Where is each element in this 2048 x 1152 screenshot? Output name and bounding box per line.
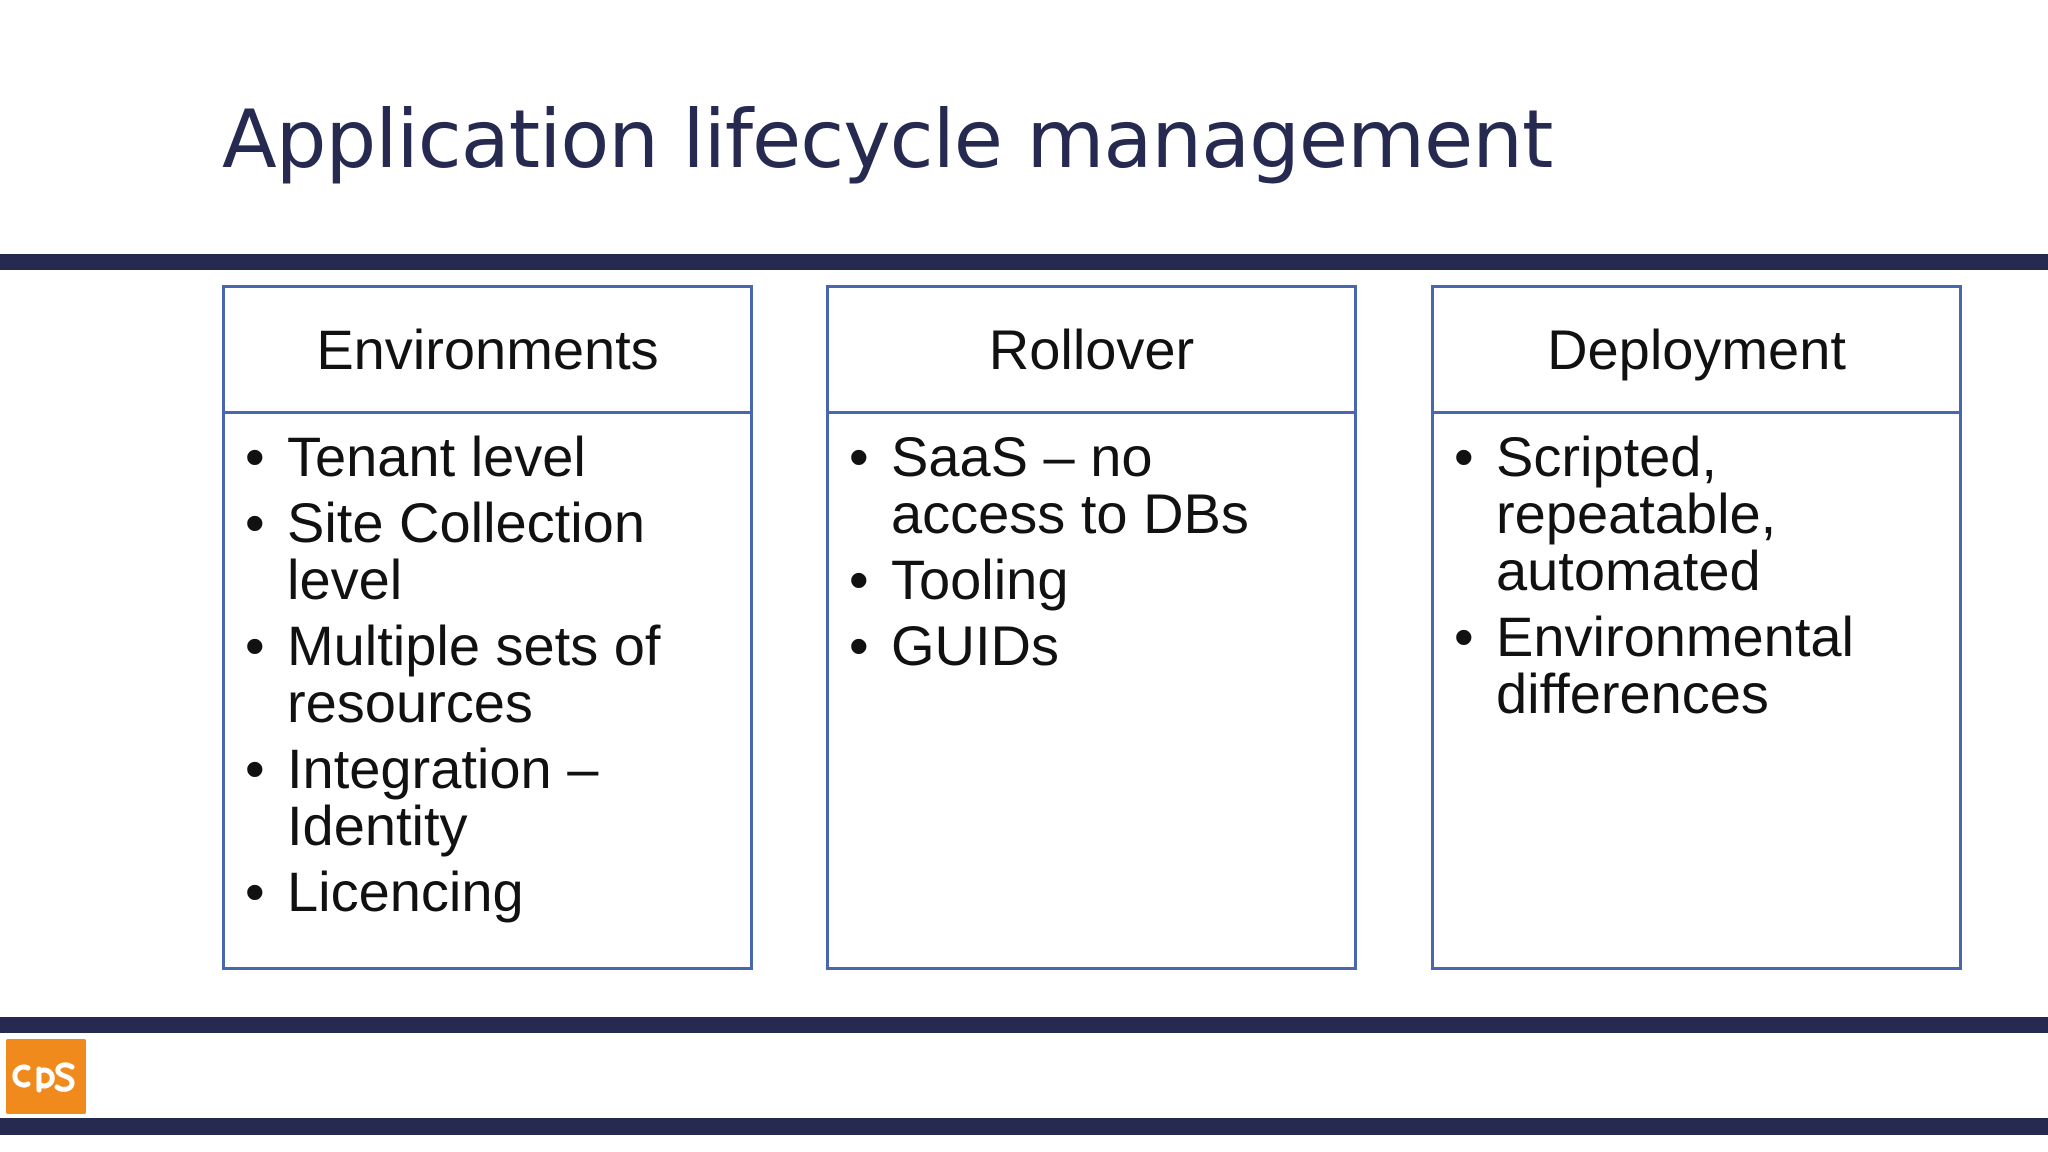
bullet-list: Tenant level Site Collection level Multi… [225, 428, 750, 920]
box-heading: Environments [225, 288, 750, 414]
bullet-item: SaaS – no access to DBs [829, 428, 1354, 542]
deployment-box: Deployment Scripted, repeatable, automat… [1431, 285, 1962, 970]
slide-title: Application lifecycle management [222, 93, 1553, 186]
box-heading: Deployment [1434, 288, 1959, 414]
top-divider [0, 254, 2048, 270]
bullet-item: Tenant level [225, 428, 750, 485]
box-body: Scripted, repeatable, automated Environm… [1434, 414, 1959, 722]
bullet-list: Scripted, repeatable, automated Environm… [1434, 428, 1959, 722]
bullet-item: GUIDs [829, 617, 1354, 674]
footer-divider [0, 1118, 2048, 1135]
bullet-item: Environmental differences [1434, 608, 1959, 722]
rollover-box: Rollover SaaS – no access to DBs Tooling… [826, 285, 1357, 970]
bullet-item: Multiple sets of resources [225, 617, 750, 731]
cps-logo-icon [6, 1039, 86, 1114]
environments-box: Environments Tenant level Site Collectio… [222, 285, 753, 970]
box-body: SaaS – no access to DBs Tooling GUIDs [829, 414, 1354, 674]
bottom-divider [0, 1017, 2048, 1033]
box-heading: Rollover [829, 288, 1354, 414]
bullet-list: SaaS – no access to DBs Tooling GUIDs [829, 428, 1354, 674]
bullet-item: Site Collection level [225, 494, 750, 608]
bullet-item: Scripted, repeatable, automated [1434, 428, 1959, 599]
box-body: Tenant level Site Collection level Multi… [225, 414, 750, 920]
bullet-item: Tooling [829, 551, 1354, 608]
bullet-item: Integration – Identity [225, 740, 750, 854]
bullet-item: Licencing [225, 863, 750, 920]
